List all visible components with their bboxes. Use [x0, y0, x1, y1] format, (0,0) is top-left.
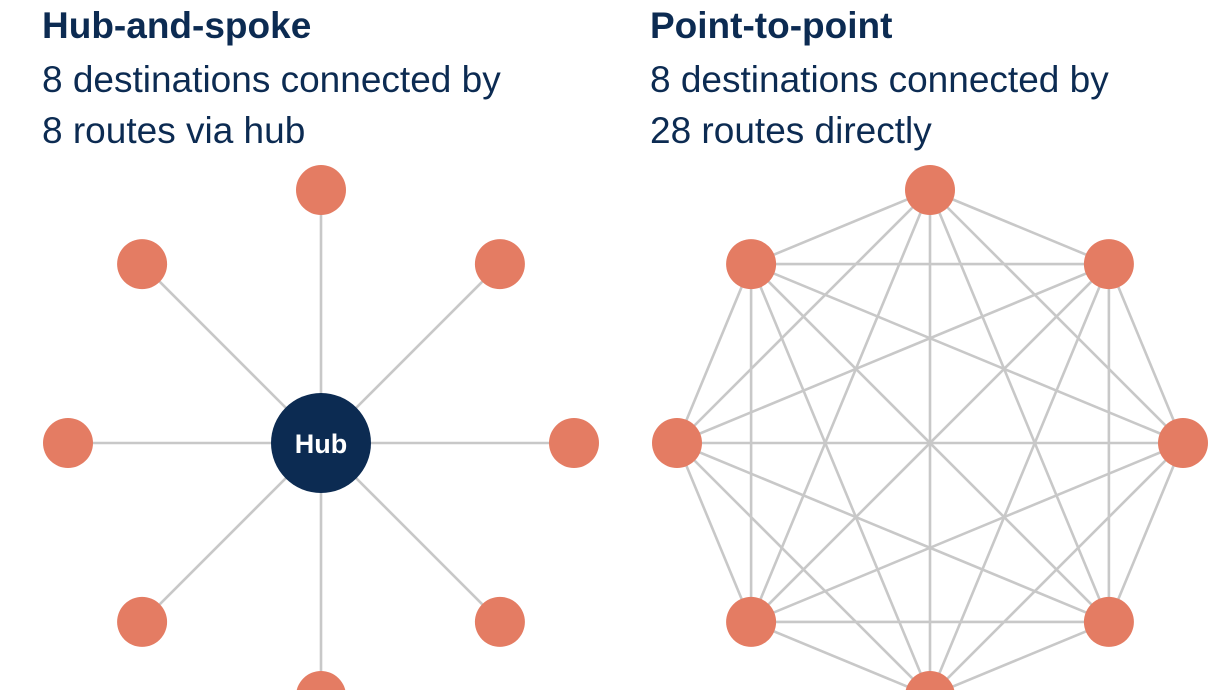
p2p-route-5 [749, 189, 932, 623]
p2p-route-23 [750, 620, 919, 690]
hub-destination-node-4 [474, 596, 525, 647]
point-to-point-subtitle-line-2: 28 routes directly [650, 110, 932, 151]
p2p-destination-node-6 [726, 596, 777, 647]
hub-and-spoke-title: Hub-and-spoke [42, 5, 312, 46]
p2p-route-7 [750, 188, 931, 266]
p2p-route-24 [676, 442, 926, 690]
hub-and-spoke-subtitle-line-1: 8 destinations connected by [42, 59, 501, 100]
point-to-point-network [652, 165, 1208, 690]
hub-label: Hub [295, 429, 347, 459]
p2p-destination-node-1 [905, 165, 955, 215]
p2p-route-3 [928, 189, 1111, 623]
p2p-route-18 [750, 262, 1184, 445]
p2p-route-10 [931, 263, 1111, 690]
p2p-route-12 [676, 262, 1110, 445]
p2p-route-16 [750, 441, 1184, 624]
hub-destination-node-2 [474, 239, 525, 290]
p2p-destination-node-3 [1158, 418, 1208, 468]
point-to-point-panel: Point-to-point 8 destinations connected … [610, 0, 1210, 690]
hub-destination-node-7 [43, 418, 93, 468]
hub-and-spoke-network: Hub [43, 165, 599, 690]
p2p-route-28 [675, 263, 753, 444]
p2p-destination-node-4 [1083, 596, 1134, 647]
hub-destination-node-1 [296, 165, 346, 215]
hub-node [271, 393, 371, 493]
p2p-route-25 [749, 263, 929, 690]
hub-destination-node-5 [296, 671, 346, 690]
p2p-route-19 [941, 620, 1110, 690]
hub-destination-node-8 [117, 239, 168, 290]
p2p-route-1 [929, 188, 1110, 266]
p2p-destination-node-8 [726, 239, 777, 290]
p2p-destination-node-7 [652, 418, 702, 468]
p2p-route-21 [676, 441, 1110, 624]
point-to-point-subtitle: 8 destinations connected by 28 routes di… [650, 54, 1109, 156]
hub-and-spoke-subtitle-line-2: 8 routes via hub [42, 110, 306, 151]
hub-destination-node-6 [117, 596, 168, 647]
hub-and-spoke-panel: Hub-and-spoke 8 destinations connected b… [0, 0, 600, 690]
point-to-point-title: Point-to-point [650, 5, 893, 46]
p2p-route-26 [675, 442, 753, 623]
p2p-destination-node-5 [905, 671, 955, 690]
hub-destination-node-3 [549, 418, 599, 468]
p2p-route-22 [750, 263, 1110, 623]
p2p-destination-node-2 [1083, 239, 1134, 290]
p2p-route-14 [1107, 442, 1185, 623]
p2p-route-8 [1107, 263, 1185, 444]
hub-and-spoke-subtitle: 8 destinations connected by 8 routes via… [42, 54, 501, 156]
point-to-point-subtitle-line-1: 8 destinations connected by [650, 59, 1109, 100]
